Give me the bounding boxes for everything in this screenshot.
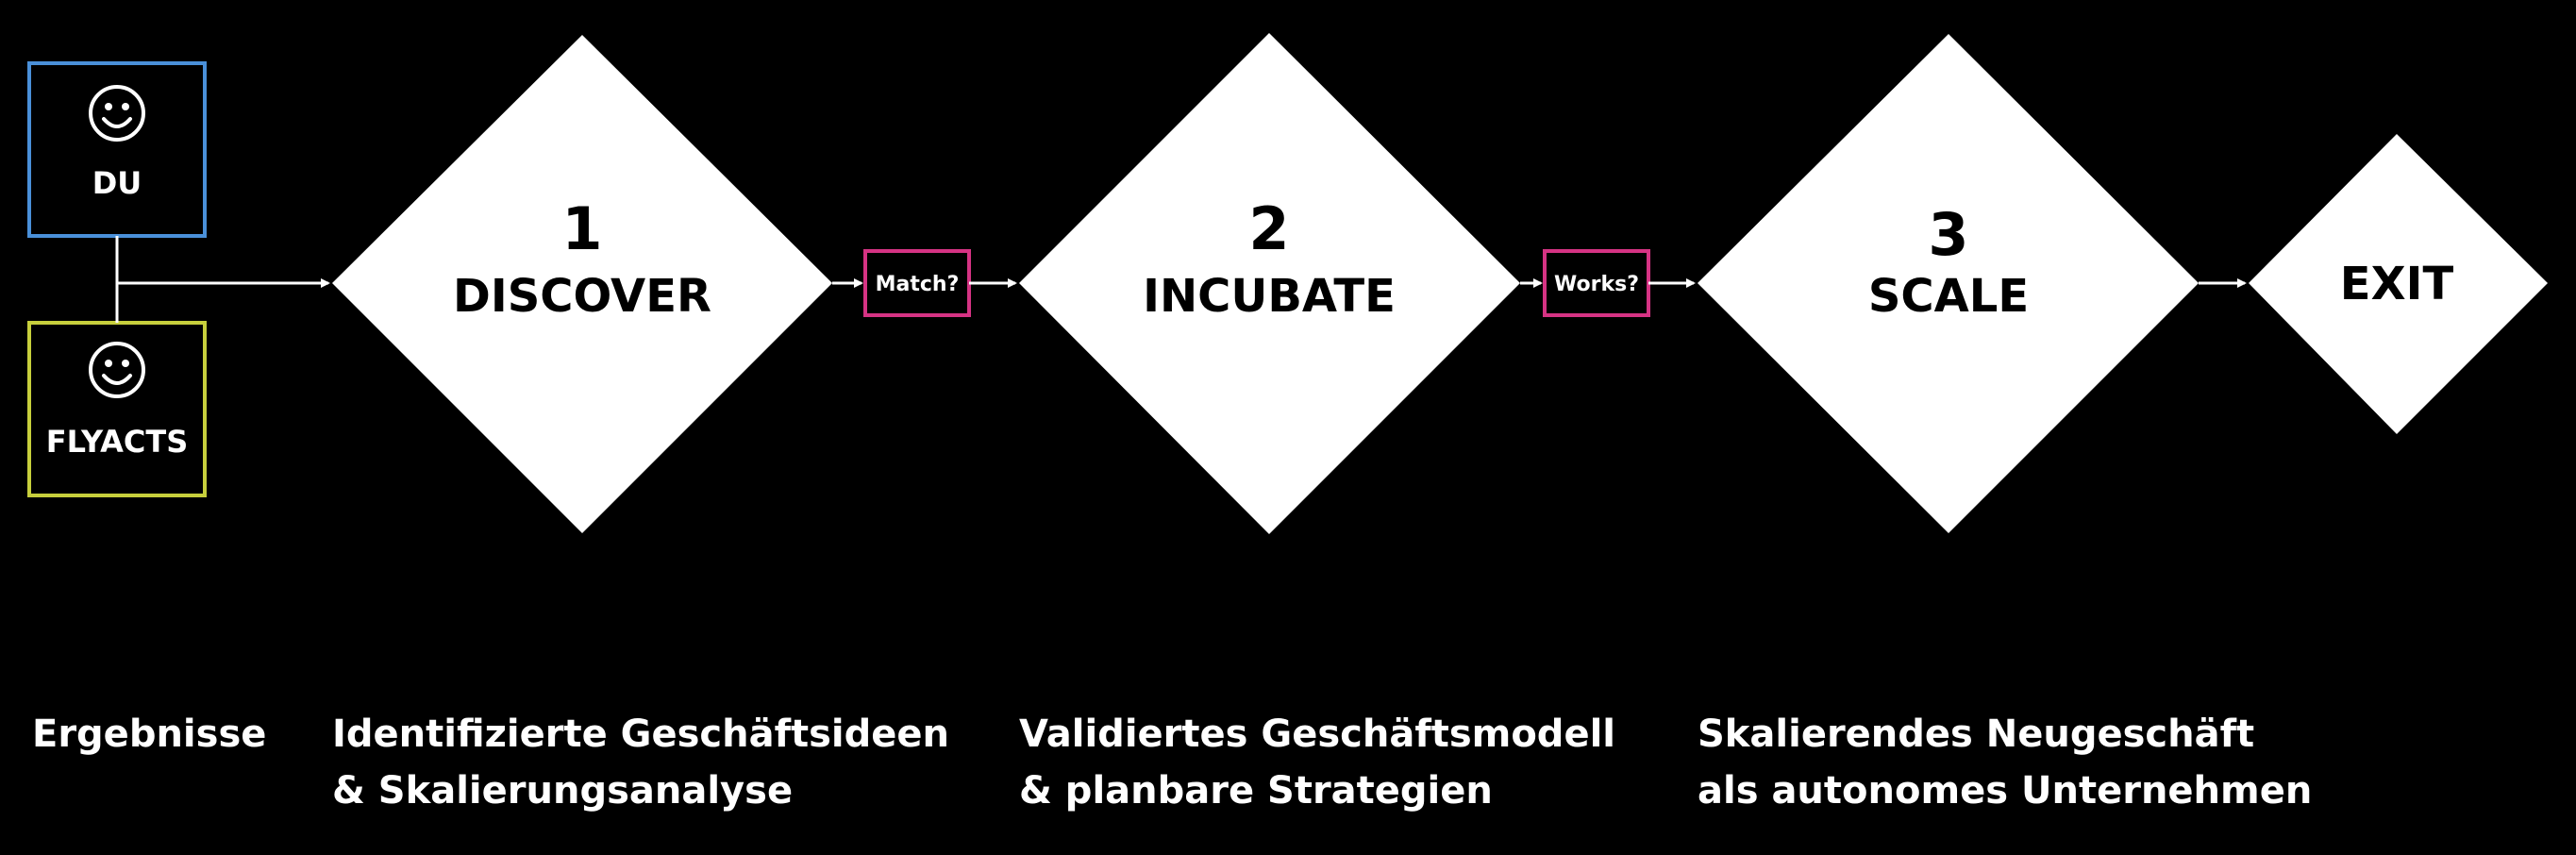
stage-scale: 3 SCALE	[1698, 34, 2199, 533]
scale-diamond	[1698, 34, 2199, 533]
role-du: DU	[27, 61, 207, 238]
exit-diamond	[2249, 134, 2548, 434]
match-gate-label: Match?	[876, 273, 960, 296]
du-box	[27, 61, 207, 238]
flyacts-label: FLYACTS	[46, 424, 189, 460]
stage-incubate: 2 INCUBATE	[1019, 33, 1520, 534]
stage-number: 1	[561, 194, 602, 263]
smiley-icon	[89, 342, 145, 398]
gate-works: Works?	[1543, 249, 1650, 317]
stage-exit: EXIT	[2249, 134, 2548, 434]
gate-match: Match?	[863, 249, 971, 317]
stage-discover: 1 DISCOVER	[332, 35, 832, 533]
role-flyacts: FLYACTS	[27, 321, 207, 497]
stage-name: INCUBATE	[1143, 270, 1396, 323]
works-gate-label: Works?	[1554, 273, 1639, 296]
stage-number: 3	[1928, 200, 1968, 269]
stage-number: 2	[1248, 194, 1289, 263]
discover-diamond	[332, 35, 832, 533]
stage-name: DISCOVER	[453, 270, 711, 323]
smiley-icon	[89, 85, 145, 142]
stage-name: SCALE	[1868, 270, 2029, 323]
incubate-diamond	[1019, 33, 1520, 534]
exit-label: EXIT	[2340, 258, 2454, 310]
flyacts-box	[27, 321, 207, 497]
du-label: DU	[92, 165, 142, 201]
